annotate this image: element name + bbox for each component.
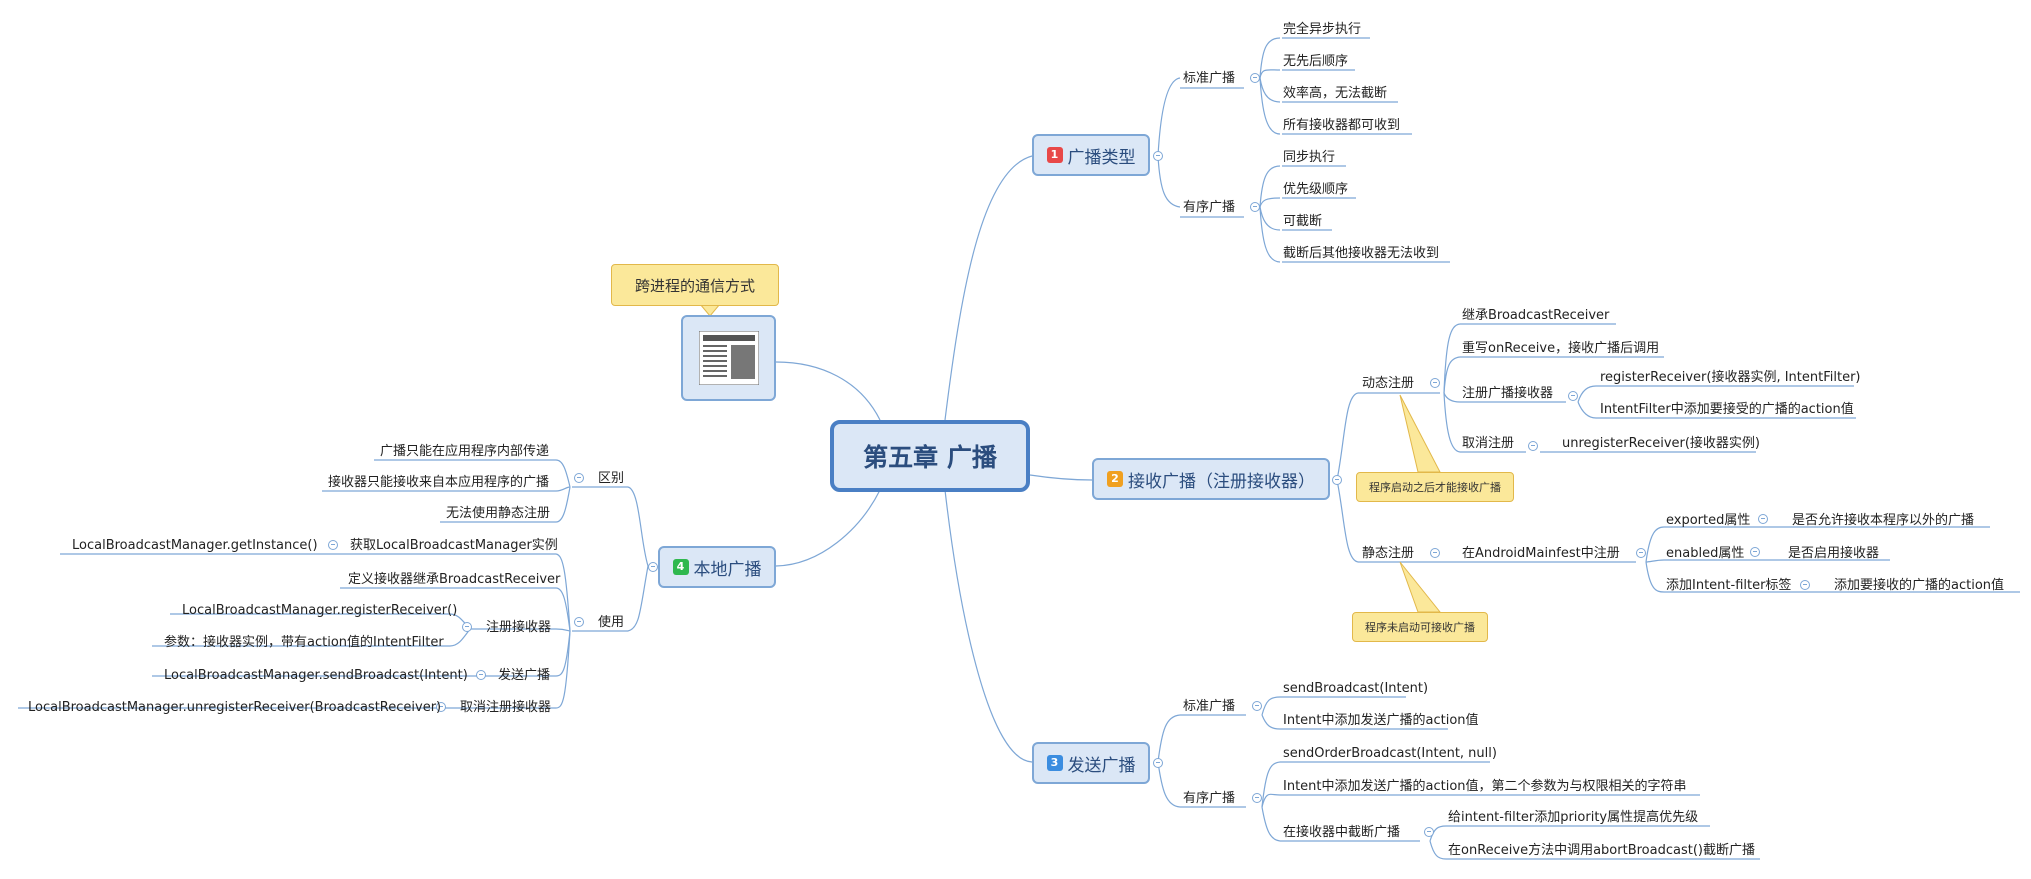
node-static-register[interactable]: 静态注册 xyxy=(1362,546,1415,561)
node-ordered-broadcast[interactable]: 有序广播 xyxy=(1183,791,1236,806)
leaf-node[interactable]: 效率高，无法截断 xyxy=(1283,86,1388,101)
priority-4-icon: 4 xyxy=(672,559,689,575)
branch-send-broadcast[interactable]: 3 发送广播 xyxy=(1032,742,1150,784)
node-standard-broadcast[interactable]: 标准广播 xyxy=(1183,699,1236,714)
leaf-node[interactable]: LocalBroadcastManager.getInstance() xyxy=(72,538,318,553)
leaf-node[interactable]: 完全异步执行 xyxy=(1283,22,1362,37)
collapse-toggle[interactable] xyxy=(476,670,486,680)
branch-label: 本地广播 xyxy=(693,559,762,580)
node-unregister[interactable]: 取消注册 xyxy=(1462,436,1515,451)
node-get-instance[interactable]: 获取LocalBroadcastManager实例 xyxy=(350,538,558,553)
branch-broadcast-types[interactable]: 1 广播类型 xyxy=(1032,134,1150,176)
document-image-node xyxy=(681,315,776,401)
collapse-toggle[interactable] xyxy=(1252,793,1262,803)
leaf-node[interactable]: 添加要接收的广播的action值 xyxy=(1834,578,2005,593)
leaf-node[interactable]: registerReceiver(接收器实例, IntentFilter) xyxy=(1600,370,1861,385)
leaf-node[interactable]: 给intent-filter添加priority属性提高优先级 xyxy=(1448,810,1699,825)
branch-local-broadcast[interactable]: 4 本地广播 xyxy=(658,546,776,588)
node-unregister-receiver[interactable]: 取消注册接收器 xyxy=(460,700,552,715)
collapse-toggle[interactable] xyxy=(1332,475,1342,485)
collapse-toggle[interactable] xyxy=(1250,202,1260,212)
node-standard-broadcast[interactable]: 标准广播 xyxy=(1183,71,1236,86)
node-enabled-attr[interactable]: enabled属性 xyxy=(1666,546,1745,561)
leaf-node[interactable]: 接收器只能接收来自本应用程序的广播 xyxy=(328,475,550,490)
collapse-toggle[interactable] xyxy=(1528,441,1538,451)
leaf-node[interactable]: 无先后顺序 xyxy=(1283,54,1349,69)
collapse-toggle[interactable] xyxy=(648,562,658,572)
collapse-toggle[interactable] xyxy=(1800,580,1810,590)
leaf-node[interactable]: IntentFilter中添加要接受的广播的action值 xyxy=(1600,402,1854,417)
collapse-toggle[interactable] xyxy=(1750,547,1760,557)
node-register-receiver[interactable]: 注册广播接收器 xyxy=(1462,386,1554,401)
leaf-node[interactable]: 是否启用接收器 xyxy=(1788,546,1880,561)
leaf-node[interactable]: LocalBroadcastManager.unregisterReceiver… xyxy=(28,700,442,715)
collapse-toggle[interactable] xyxy=(462,622,472,632)
collapse-toggle[interactable] xyxy=(1252,701,1262,711)
leaf-node[interactable]: LocalBroadcastManager.registerReceiver() xyxy=(182,603,458,618)
leaf-node[interactable]: sendOrderBroadcast(Intent, null) xyxy=(1283,746,1497,761)
leaf-node[interactable]: Intent中添加发送广播的action值 xyxy=(1283,713,1479,728)
node-register-in-manifest[interactable]: 在AndroidMainfest中注册 xyxy=(1462,546,1620,561)
collapse-toggle[interactable] xyxy=(436,702,446,712)
collapse-toggle[interactable] xyxy=(1636,548,1646,558)
leaf-node[interactable]: Intent中添加发送广播的action值，第二个参数为与权限相关的字符串 xyxy=(1283,779,1687,794)
collapse-toggle[interactable] xyxy=(1250,73,1260,83)
collapse-toggle[interactable] xyxy=(1430,378,1440,388)
callout-text: 程序启动之后才能接收广播 xyxy=(1369,481,1501,494)
collapse-toggle[interactable] xyxy=(1424,827,1434,837)
node-difference[interactable]: 区别 xyxy=(598,471,625,486)
node-send-broadcast[interactable]: 发送广播 xyxy=(498,668,551,683)
leaf-node[interactable]: 优先级顺序 xyxy=(1283,182,1349,197)
callout-dynamic-note: 程序启动之后才能接收广播 xyxy=(1356,472,1514,502)
collapse-toggle[interactable] xyxy=(574,617,584,627)
leaf-node[interactable]: 重写onReceive，接收广播后调用 xyxy=(1462,341,1660,356)
leaf-node[interactable]: 定义接收器继承BroadcastReceiver xyxy=(348,572,561,587)
branch-label: 广播类型 xyxy=(1067,147,1136,168)
branch-receive-broadcast[interactable]: 2 接收广播（注册接收器） xyxy=(1092,458,1330,500)
node-usage[interactable]: 使用 xyxy=(598,615,625,630)
leaf-node[interactable]: 在onReceive方法中调用abortBroadcast()截断广播 xyxy=(1448,843,1755,858)
collapse-toggle[interactable] xyxy=(1568,391,1578,401)
leaf-node[interactable]: 无法使用静态注册 xyxy=(446,506,551,521)
priority-1-icon: 1 xyxy=(1046,147,1063,163)
callout-image-node: 跨进程的通信方式 xyxy=(611,264,779,306)
priority-2-icon: 2 xyxy=(1107,471,1123,487)
branch-label: 接收广播（注册接收器） xyxy=(1128,471,1315,492)
leaf-node[interactable]: 同步执行 xyxy=(1283,150,1336,165)
callout-image-text: 跨进程的通信方式 xyxy=(634,276,755,295)
collapse-toggle[interactable] xyxy=(1430,548,1440,558)
leaf-node[interactable]: sendBroadcast(Intent) xyxy=(1283,681,1429,696)
node-dynamic-register[interactable]: 动态注册 xyxy=(1362,376,1415,391)
leaf-node[interactable]: 所有接收器都可收到 xyxy=(1283,118,1401,133)
callout-static-note: 程序未启动可接收广播 xyxy=(1352,612,1488,642)
collapse-toggle[interactable] xyxy=(1153,758,1163,768)
central-topic-label: 第五章 广播 xyxy=(863,443,997,472)
priority-3-icon: 3 xyxy=(1046,755,1063,771)
collapse-toggle[interactable] xyxy=(1153,151,1163,161)
leaf-node[interactable]: 广播只能在应用程序内部传递 xyxy=(380,444,550,459)
node-abort-in-receiver[interactable]: 在接收器中截断广播 xyxy=(1283,825,1401,840)
collapse-toggle[interactable] xyxy=(328,540,338,550)
leaf-node[interactable]: 继承BroadcastReceiver xyxy=(1462,308,1610,323)
document-icon xyxy=(699,331,759,385)
leaf-node[interactable]: LocalBroadcastManager.sendBroadcast(Inte… xyxy=(164,668,468,683)
leaf-node[interactable]: 截断后其他接收器无法收到 xyxy=(1283,246,1440,261)
branch-label: 发送广播 xyxy=(1067,755,1136,776)
collapse-toggle[interactable] xyxy=(574,473,584,483)
collapse-toggle[interactable] xyxy=(1758,514,1768,524)
central-topic[interactable]: 第五章 广播 xyxy=(830,420,1030,492)
leaf-node[interactable]: unregisterReceiver(接收器实例) xyxy=(1562,436,1760,451)
leaf-node[interactable]: 可截断 xyxy=(1283,214,1323,229)
leaf-node[interactable]: 参数：接收器实例，带有action值的IntentFilter xyxy=(164,635,444,650)
node-exported-attr[interactable]: exported属性 xyxy=(1666,513,1751,528)
node-register-receiver[interactable]: 注册接收器 xyxy=(486,620,552,635)
node-intent-filter-tag[interactable]: 添加Intent-filter标签 xyxy=(1666,578,1792,593)
leaf-node[interactable]: 是否允许接收本程序以外的广播 xyxy=(1792,513,1975,528)
callout-text: 程序未启动可接收广播 xyxy=(1365,621,1475,634)
node-ordered-broadcast[interactable]: 有序广播 xyxy=(1183,200,1236,215)
